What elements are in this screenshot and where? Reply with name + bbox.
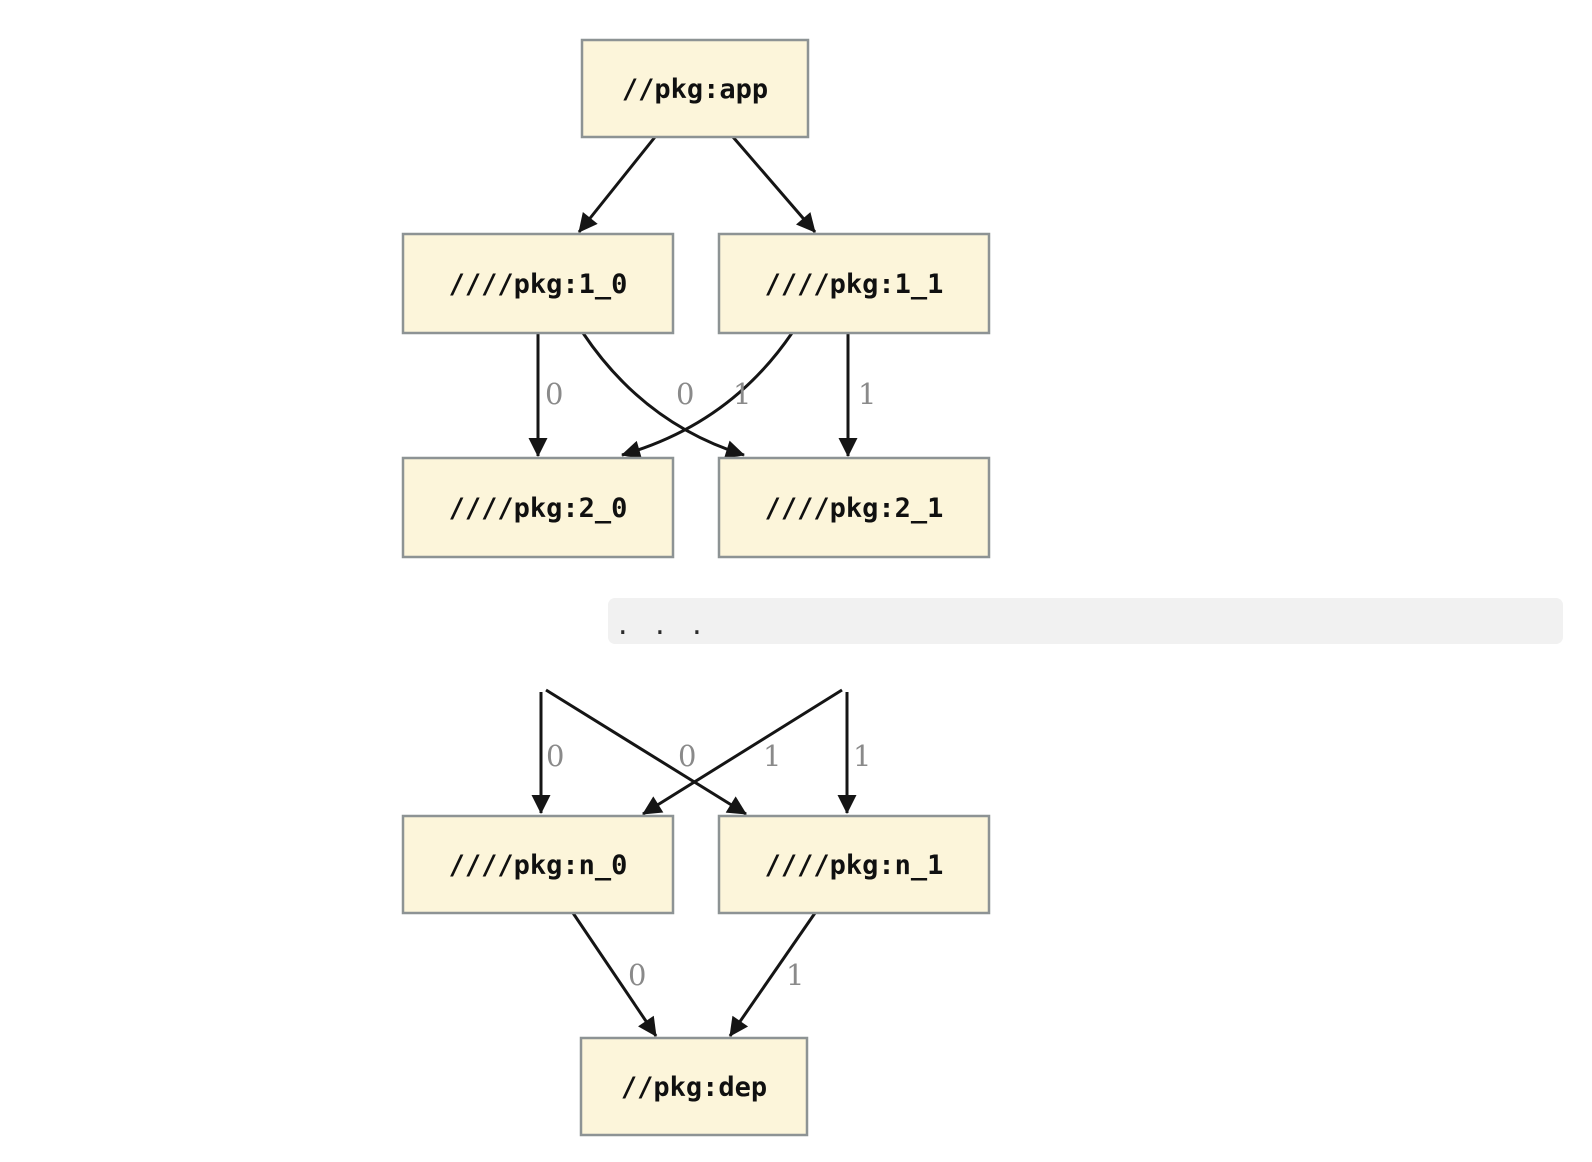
node-pkg-app-label: //pkg:app [622, 74, 768, 105]
node-pkg-2-0-label: ////pkg:2_0 [449, 493, 628, 524]
node-pkg-1-0: ////pkg:1_0 [401, 232, 675, 335]
node-pkg-n-1: ////pkg:n_1 [717, 814, 991, 915]
node-pkg-dep-label: //pkg:dep [621, 1072, 767, 1103]
edge-app-to-1-0 [577, 136, 657, 233]
node-pkg-2-0-box [401, 456, 675, 559]
edge-1-0-to-2-1 [581, 332, 745, 459]
node-pkg-1-1-label: ////pkg:1_1 [765, 269, 944, 300]
edge-label-1-1-to-2-0: 0 [676, 377, 694, 411]
node-pkg-n-1-label: ////pkg:n_1 [765, 850, 944, 881]
node-pkg-2-1-label: ////pkg:2_1 [765, 493, 944, 524]
node-pkg-app-box [580, 38, 810, 139]
node-pkg-2-1: ////pkg:2_1 [717, 456, 991, 559]
edge-label-prev-to-n-1: 1 [853, 739, 871, 773]
edge-label-n-1-to-dep: 1 [786, 958, 804, 992]
edge-app-to-1-1 [731, 136, 817, 233]
edge-label-1-0-to-2-0: 0 [545, 377, 563, 411]
node-pkg-1-0-label: ////pkg:1_0 [449, 269, 628, 300]
edge-cross-to-n-0 [642, 688, 843, 816]
edge-label-n-0-to-dep: 0 [628, 958, 646, 992]
edge-n-0-to-dep [571, 912, 658, 1037]
node-pkg-dep: //pkg:dep [579, 1036, 809, 1137]
ellipsis-row: . . . [608, 598, 1563, 644]
edge-cross-to-n-1 [545, 688, 747, 816]
node-pkg-n-1-box [717, 814, 991, 915]
node-pkg-n-0-label: ////pkg:n_0 [449, 850, 628, 881]
edge-label-cross-to-n-0: 0 [678, 739, 696, 773]
node-pkg-1-1-box [717, 232, 991, 335]
node-pkg-2-0: ////pkg:2_0 [401, 456, 675, 559]
ellipsis-bar [608, 598, 1563, 644]
ellipsis-dots: . . . [618, 607, 711, 642]
node-pkg-1-0-box [401, 232, 675, 335]
node-pkg-1-1: ////pkg:1_1 [717, 232, 991, 335]
edge-n-1-to-dep [728, 912, 817, 1037]
node-pkg-app: //pkg:app [580, 38, 810, 139]
edge-label-1-0-to-2-1: 1 [733, 377, 751, 411]
node-pkg-n-0: ////pkg:n_0 [401, 814, 675, 915]
edge-label-1-1-to-2-1: 1 [858, 377, 876, 411]
edge-label-cross-to-n-1: 1 [763, 739, 781, 773]
edge-label-prev-to-n-0: 0 [546, 739, 564, 773]
node-pkg-n-0-box [401, 814, 675, 915]
node-pkg-dep-box [579, 1036, 809, 1137]
edge-1-1-to-2-0 [621, 332, 794, 460]
node-pkg-2-1-box [717, 456, 991, 559]
